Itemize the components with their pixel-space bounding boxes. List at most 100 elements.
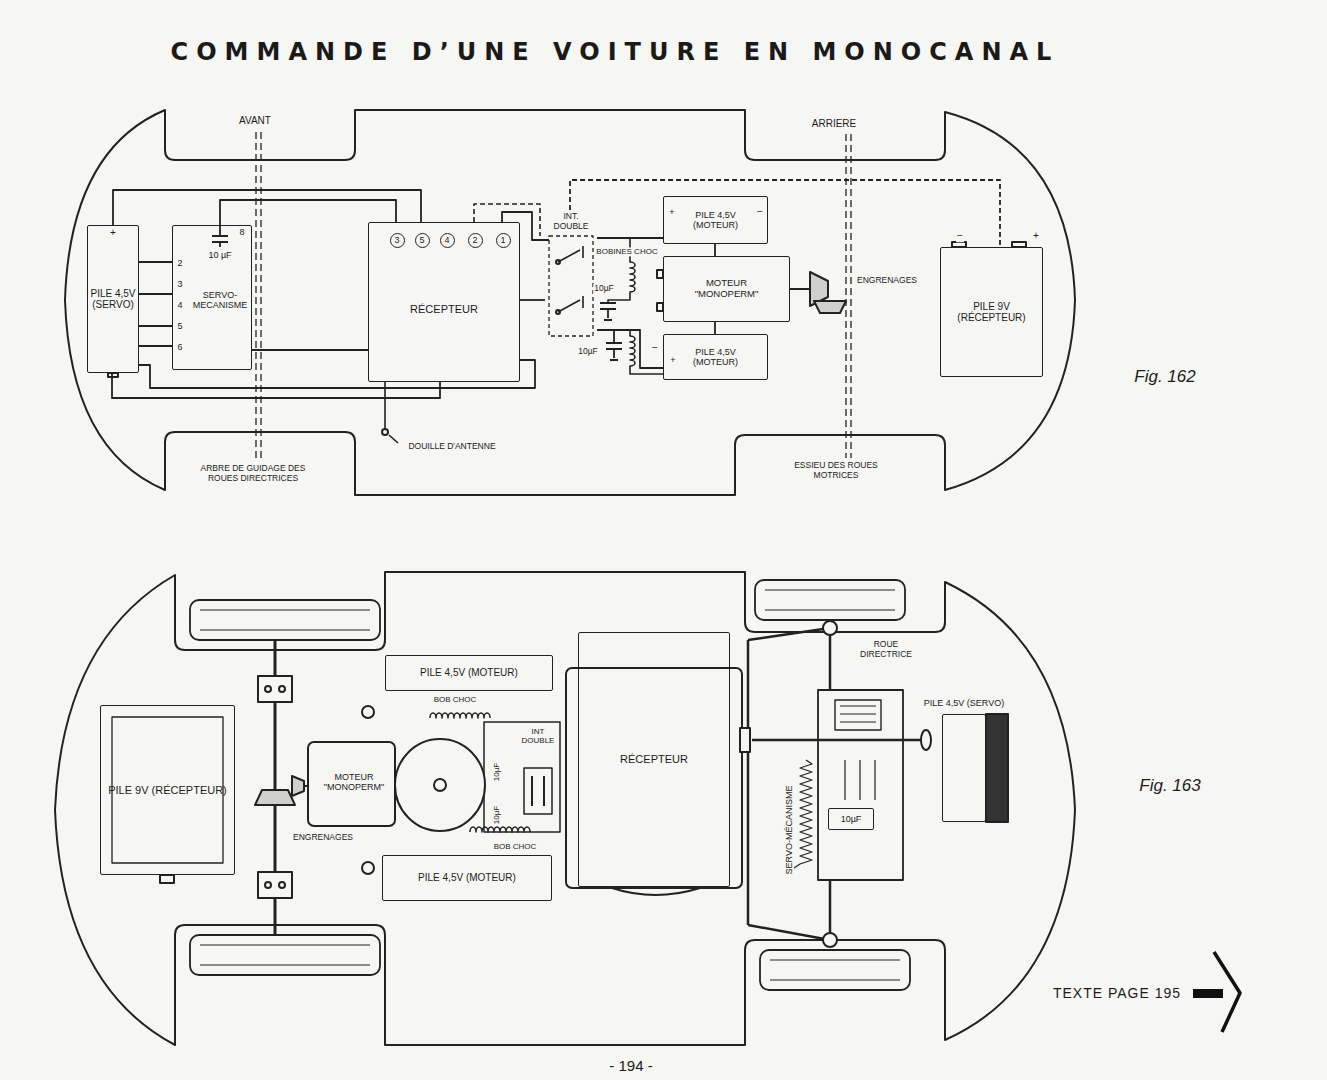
node-text: PILE 4,5V (SERVO) — [88, 288, 137, 311]
tyre-tread — [770, 960, 900, 980]
bearing-screw — [265, 686, 271, 692]
choke-coil — [430, 713, 530, 832]
battery-shadow — [986, 714, 1008, 822]
figure-number: Fig. 162 — [1133, 367, 1196, 387]
part-label: TEXTE PAGE 195 — [1052, 985, 1182, 1001]
wire — [597, 237, 663, 239]
king-pin — [823, 933, 837, 947]
part-label: AVANT — [238, 115, 272, 127]
bevel-gear — [255, 790, 295, 805]
part-label: ENGRENAGES — [292, 833, 354, 843]
node-text: PILE 9V (RÉCEPTEUR) — [941, 301, 1042, 324]
part-label: 10µF — [577, 347, 599, 357]
part-label: 8 — [238, 227, 245, 237]
wire — [252, 349, 368, 351]
capacitor-symbol — [212, 236, 228, 247]
capacitor-symbol — [600, 303, 622, 360]
wire — [139, 293, 173, 295]
tyre-tread — [200, 610, 370, 630]
node-text: MOTEUR "MONOPERM" — [312, 772, 396, 793]
motor-shaft — [790, 288, 810, 290]
battery-tab — [160, 875, 174, 883]
wire — [714, 322, 716, 334]
node-text: PILE 4,5V (SERVO) — [924, 698, 1004, 708]
part-label: DOUILLE D'ANTENNE — [407, 442, 496, 452]
switch-slot — [532, 776, 544, 806]
node-text: PILE 4,5V (MOTEUR) — [678, 210, 753, 231]
part-label: BOBINES CHOC — [595, 247, 658, 256]
motor-shaft — [304, 785, 308, 787]
node-text: PILE 4,5V (MOTEUR) — [420, 667, 518, 679]
part-label: 2 — [176, 258, 183, 268]
battery-box: PILE 4,5V (MOTEUR) — [385, 655, 553, 691]
motor: MOTEUR "MONOPERM" — [308, 742, 488, 826]
switch-plate — [484, 722, 560, 832]
part-label: ENGRENAGES — [856, 276, 918, 286]
terminal-circle: 2 — [468, 233, 483, 248]
node-text: MOTEUR "MONOPERM" — [686, 278, 767, 300]
switch-contact — [556, 260, 560, 264]
battery-box: PILE 4,5V (MOTEUR) — [663, 196, 768, 244]
servo-box: 10 µFSERVO-MECANISME — [172, 225, 252, 370]
part-label: BOB CHOC — [433, 695, 478, 704]
node-text: PILE 9V (RÉCEPTEUR) — [108, 784, 227, 797]
switch-symbol — [558, 246, 583, 312]
part-label: 3 — [176, 279, 183, 289]
node-text: 3 — [394, 235, 399, 245]
servo-shaft — [752, 739, 921, 742]
part-label: ROUE DIRECTRICE — [850, 640, 922, 660]
shaft-knob — [921, 730, 931, 750]
part-label: − — [756, 206, 764, 218]
part-label: 10µF — [492, 805, 501, 825]
part-label: + — [1032, 230, 1040, 242]
tyre-tread — [765, 590, 895, 610]
switch: INT DOUBLE — [518, 727, 558, 819]
battery-box: PILE 9V (RÉCEPTEUR) — [940, 247, 1043, 377]
part-label: 4 — [176, 300, 183, 310]
battery-box: PILE 9V (RÉCEPTEUR) — [100, 705, 235, 875]
wire — [112, 373, 440, 398]
part-label: 10µF — [593, 284, 615, 294]
node-text: RÉCEPTEUR — [369, 303, 519, 316]
terminal-circle: 3 — [390, 233, 405, 248]
receiver-box: RÉCEPTEUR — [578, 632, 730, 887]
wheel — [190, 580, 910, 990]
receiver-box: RÉCEPTEUR35421 — [368, 222, 520, 382]
part-label: + — [669, 355, 676, 365]
switch-box: INT. DOUBLE — [545, 210, 597, 342]
node-text: 5 — [419, 235, 424, 245]
wheel-tyre — [190, 600, 380, 640]
wheel-tyre — [760, 950, 910, 990]
page-title: COMMANDE D’UNE VOITURE EN MONOCANAL — [171, 38, 1060, 66]
part-label: ESSIEU DES ROUES MOTRICES — [785, 461, 887, 481]
shaft-disc — [740, 728, 750, 752]
motor-disc — [395, 739, 485, 831]
wire — [520, 299, 545, 301]
motor-hub — [434, 779, 446, 791]
receiver-foot — [612, 888, 700, 895]
switch-outline — [549, 236, 593, 336]
battery-terminal — [108, 373, 118, 377]
mount-hole — [362, 706, 374, 718]
servo-gear — [835, 700, 881, 730]
switch-contact — [556, 310, 560, 314]
axle-centerline — [256, 132, 851, 458]
wire — [714, 244, 716, 256]
antenna-socket — [382, 429, 388, 435]
part-label: ARRIERE — [811, 118, 857, 130]
drawing — [55, 110, 1240, 1045]
node-text: 1 — [500, 235, 505, 245]
node-text: PILE 4,5V (MOTEUR) — [678, 347, 753, 368]
motor-box: MOTEUR "MONOPERM" — [663, 256, 790, 322]
node-text: 2 — [472, 235, 477, 245]
page-arrow — [1214, 952, 1240, 1032]
node-text: RÉCEPTEUR — [620, 753, 688, 766]
receiver-back — [566, 668, 742, 888]
wheel-tyre — [755, 580, 905, 620]
axle-bearing — [258, 872, 292, 898]
terminal-circle: 5 — [415, 233, 430, 248]
motor-body — [308, 742, 395, 826]
